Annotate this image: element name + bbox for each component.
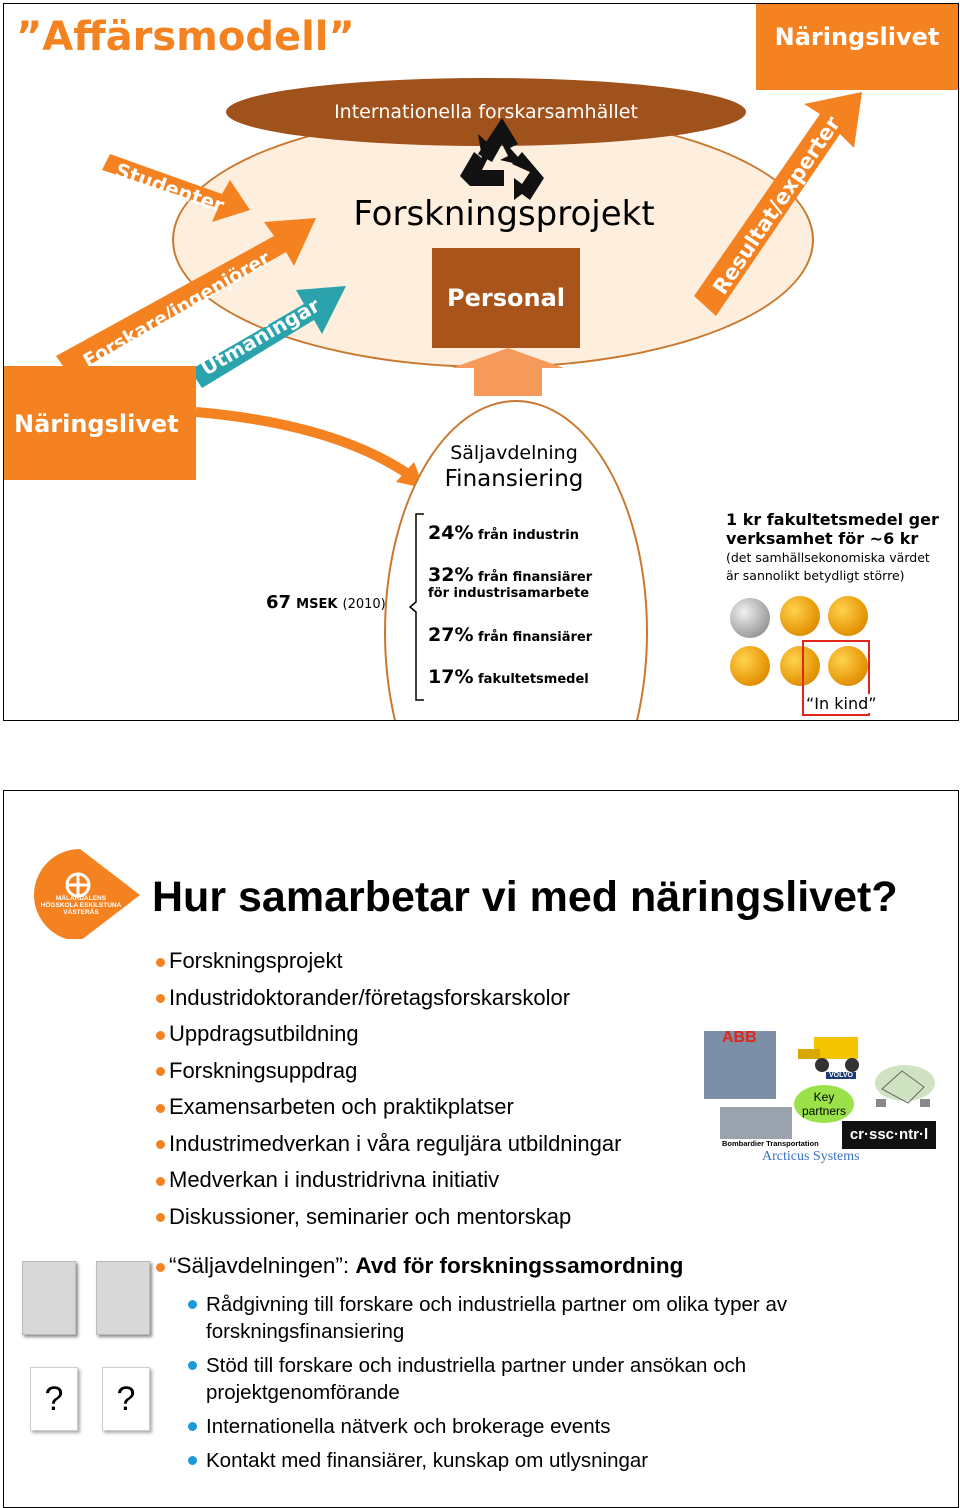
naringslivet-left-label: Näringslivet: [14, 410, 179, 438]
slide-business-model: ”Affärsmodell” Näringslivet Internatione…: [3, 3, 959, 721]
list-item: Uppdragsutbildning: [156, 1016, 621, 1053]
funding-pct: 32%: [428, 564, 473, 586]
list-item: Examensarbeten och praktikplatser: [156, 1089, 621, 1126]
coin-gold-icon: [828, 596, 868, 636]
arrow-resultat-label: Resultat/experter: [708, 112, 845, 299]
funding-item-3: 17% fakultetsmedel: [428, 666, 589, 688]
funding-pct: 17%: [428, 666, 473, 688]
crossnet-logo: cr·ssc·ntr·l: [842, 1121, 936, 1149]
faculty-note-line2: verksamhet för ~6 kr: [726, 529, 939, 548]
key-partners-badge: Key partners: [794, 1085, 854, 1123]
msek-year: (2010): [343, 597, 386, 612]
list-item: Industrimedverkan i våra reguljära utbil…: [156, 1126, 621, 1163]
arrow-curve-naringslivet: [196, 412, 408, 474]
office-services-list: Rådgivning till forskare och industriell…: [188, 1291, 888, 1481]
volvo-logo: VOLVO: [826, 1072, 856, 1079]
naringslivet-left-box: Näringslivet: [4, 366, 196, 480]
list-item: Stöd till forskare och industriella part…: [188, 1352, 888, 1406]
loader-icon: [796, 1029, 882, 1073]
msek-unit: MSEK: [296, 597, 337, 612]
msek-value: 67: [266, 592, 291, 613]
abb-logo: ABB: [722, 1029, 757, 1047]
coin-gold-icon: [780, 596, 820, 636]
slide-collaboration: MÄLARDALENS HÖGSKOLA ESKILSTUNA VÄSTERÅS…: [3, 790, 959, 1508]
list-item: Medverkan i industridrivna initiativ: [156, 1162, 621, 1199]
in-kind-label: “In kind”: [804, 694, 879, 713]
arrow-utmaningar-label: Utmaningar: [197, 293, 324, 380]
office-name: Avd för forskningssamordning: [355, 1253, 683, 1278]
question-box-2: ?: [102, 1367, 150, 1431]
sales-line1: Säljavdelning: [384, 442, 644, 464]
network-diagram-icon: [872, 1059, 938, 1115]
tram-photo: [720, 1107, 792, 1139]
bullet-dot: [156, 1263, 165, 1272]
funding-pct: 27%: [428, 624, 473, 646]
faculty-note-line4: är sannolikt betydligt större): [726, 568, 939, 583]
bombardier-logo: Bombardier Transportation: [722, 1139, 819, 1148]
office-colon: :: [343, 1253, 356, 1278]
collaboration-list: Forskningsprojekt Industridoktorander/fö…: [156, 943, 621, 1235]
arrow-studenter-label: Studenter: [112, 158, 227, 218]
msek-total: 67 MSEK (2010): [266, 592, 386, 613]
office-heading: “Säljavdelningen”: Avd för forskningssam…: [156, 1253, 683, 1279]
list-item: Rådgivning till forskare och industriell…: [188, 1291, 888, 1345]
arrow-forskare: Forskare/ingenjörer: [56, 218, 316, 376]
funding-item-0: 24% från industrin: [428, 522, 579, 544]
office-quoted: “Säljavdelningen”: [169, 1253, 343, 1278]
list-item: Industridoktorander/företagsforskarskolo…: [156, 980, 621, 1017]
list-item: Forskningsuppdrag: [156, 1053, 621, 1090]
sales-line2: Finansiering: [384, 466, 644, 492]
faculty-note: 1 kr fakultetsmedel ger verksamhet för ~…: [726, 510, 939, 583]
question-box-1: ?: [30, 1367, 78, 1431]
list-item: Internationella nätverk och brokerage ev…: [188, 1413, 888, 1440]
funding-pct: 24%: [428, 522, 473, 544]
funding-item-1: 32% från finansiärer för industrisamarbe…: [428, 564, 592, 601]
arrow-resultat: Resultat/experter: [694, 92, 862, 316]
coin-gold-icon: [730, 646, 770, 686]
funding-text: fakultetsmedel: [478, 672, 589, 687]
funding-text: från finansiärer: [478, 570, 592, 585]
person-photo-female: [96, 1261, 150, 1335]
faculty-note-line1: 1 kr fakultetsmedel ger: [726, 510, 939, 529]
coin-silver-icon: [730, 598, 770, 638]
arrow-studenter: Studenter: [102, 154, 250, 222]
mdh-logo-text: MÄLARDALENS HÖGSKOLA ESKILSTUNA VÄSTERÅS: [38, 895, 124, 916]
faculty-note-line3: (det samhällsekonomiska värdet: [726, 550, 939, 565]
funding-text2: för industrisamarbete: [428, 586, 592, 601]
list-item: Diskussioner, seminarier och mentorskap: [156, 1199, 621, 1236]
slide-title: Hur samarbetar vi med näringslivet?: [152, 873, 898, 922]
funding-text: från industrin: [478, 528, 579, 543]
list-item: Kontakt med finansiärer, kunskap om utly…: [188, 1447, 888, 1474]
arcticus-logo: Arcticus Systems: [762, 1149, 860, 1165]
list-item: Forskningsprojekt: [156, 943, 621, 980]
mdh-logo-icon: [30, 849, 140, 939]
arrow-up-shaft: [474, 366, 542, 396]
person-photo-male: [22, 1261, 76, 1335]
sales-heading: Säljavdelning Finansiering: [384, 442, 644, 492]
funding-bracket: [408, 512, 428, 702]
partners-collage: ABB VOLVO Key partners Bombardier Transp…: [704, 1029, 936, 1179]
funding-item-2: 27% från finansiärer: [428, 624, 592, 646]
funding-text: från finansiärer: [478, 630, 592, 645]
